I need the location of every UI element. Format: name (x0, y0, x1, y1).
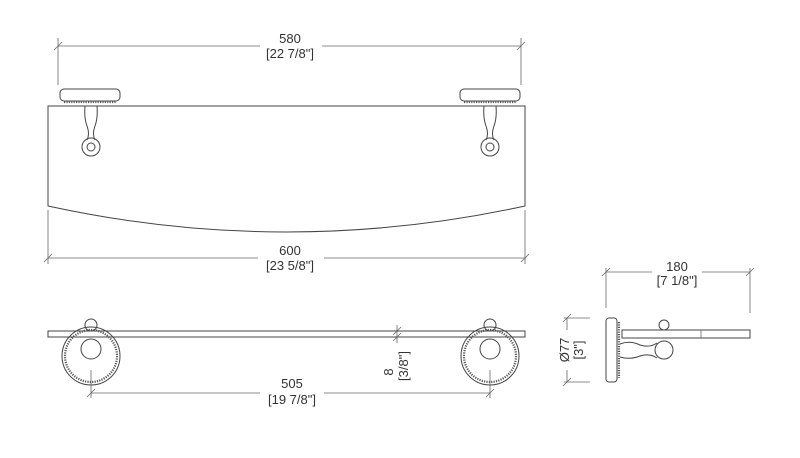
dimension-505: 505 [19 7/8"] (86, 370, 495, 410)
side-view: 180 [7 1/8"] Ø77 [3"] (557, 259, 755, 387)
dim-8-in: [3/8"] (396, 351, 411, 381)
dimension-600: 600 [23 5/8"] (43, 210, 530, 273)
dim-580-mm: 580 (279, 31, 301, 46)
right-bracket (459, 88, 521, 157)
shelf-outline (47, 105, 526, 233)
dimension-580: 580 [22 7/8"] (53, 31, 526, 85)
dim-505-in: [19 7/8"] (268, 392, 316, 407)
dim-505-mm: 505 (281, 376, 303, 391)
dim-580-in: [22 7/8"] (266, 46, 314, 61)
shelf-side (621, 329, 751, 339)
bracket-arm (619, 341, 658, 359)
top-view: 580 [22 7/8"] 600 [23 5/8"] (43, 31, 530, 273)
dim-180-mm: 180 (666, 259, 688, 274)
left-bracket (59, 88, 121, 157)
dim-8-mm: 8 (381, 368, 396, 375)
dim-77-in: [3"] (571, 340, 586, 359)
glass-shelf (47, 330, 526, 338)
dim-600-in: [23 5/8"] (266, 258, 314, 273)
dimension-77: Ø77 [3"] (557, 313, 590, 387)
dimension-8: 8 [3/8"] (381, 325, 411, 381)
dim-180-in: [7 1/8"] (657, 273, 698, 288)
dim-77-mm: Ø77 (557, 338, 572, 363)
dimension-180: 180 [7 1/8"] (601, 259, 755, 313)
dim-600-mm: 600 (279, 243, 301, 258)
front-view: 505 [19 7/8"] 8 [3/8"] (47, 318, 526, 410)
wall-plate (605, 317, 618, 383)
